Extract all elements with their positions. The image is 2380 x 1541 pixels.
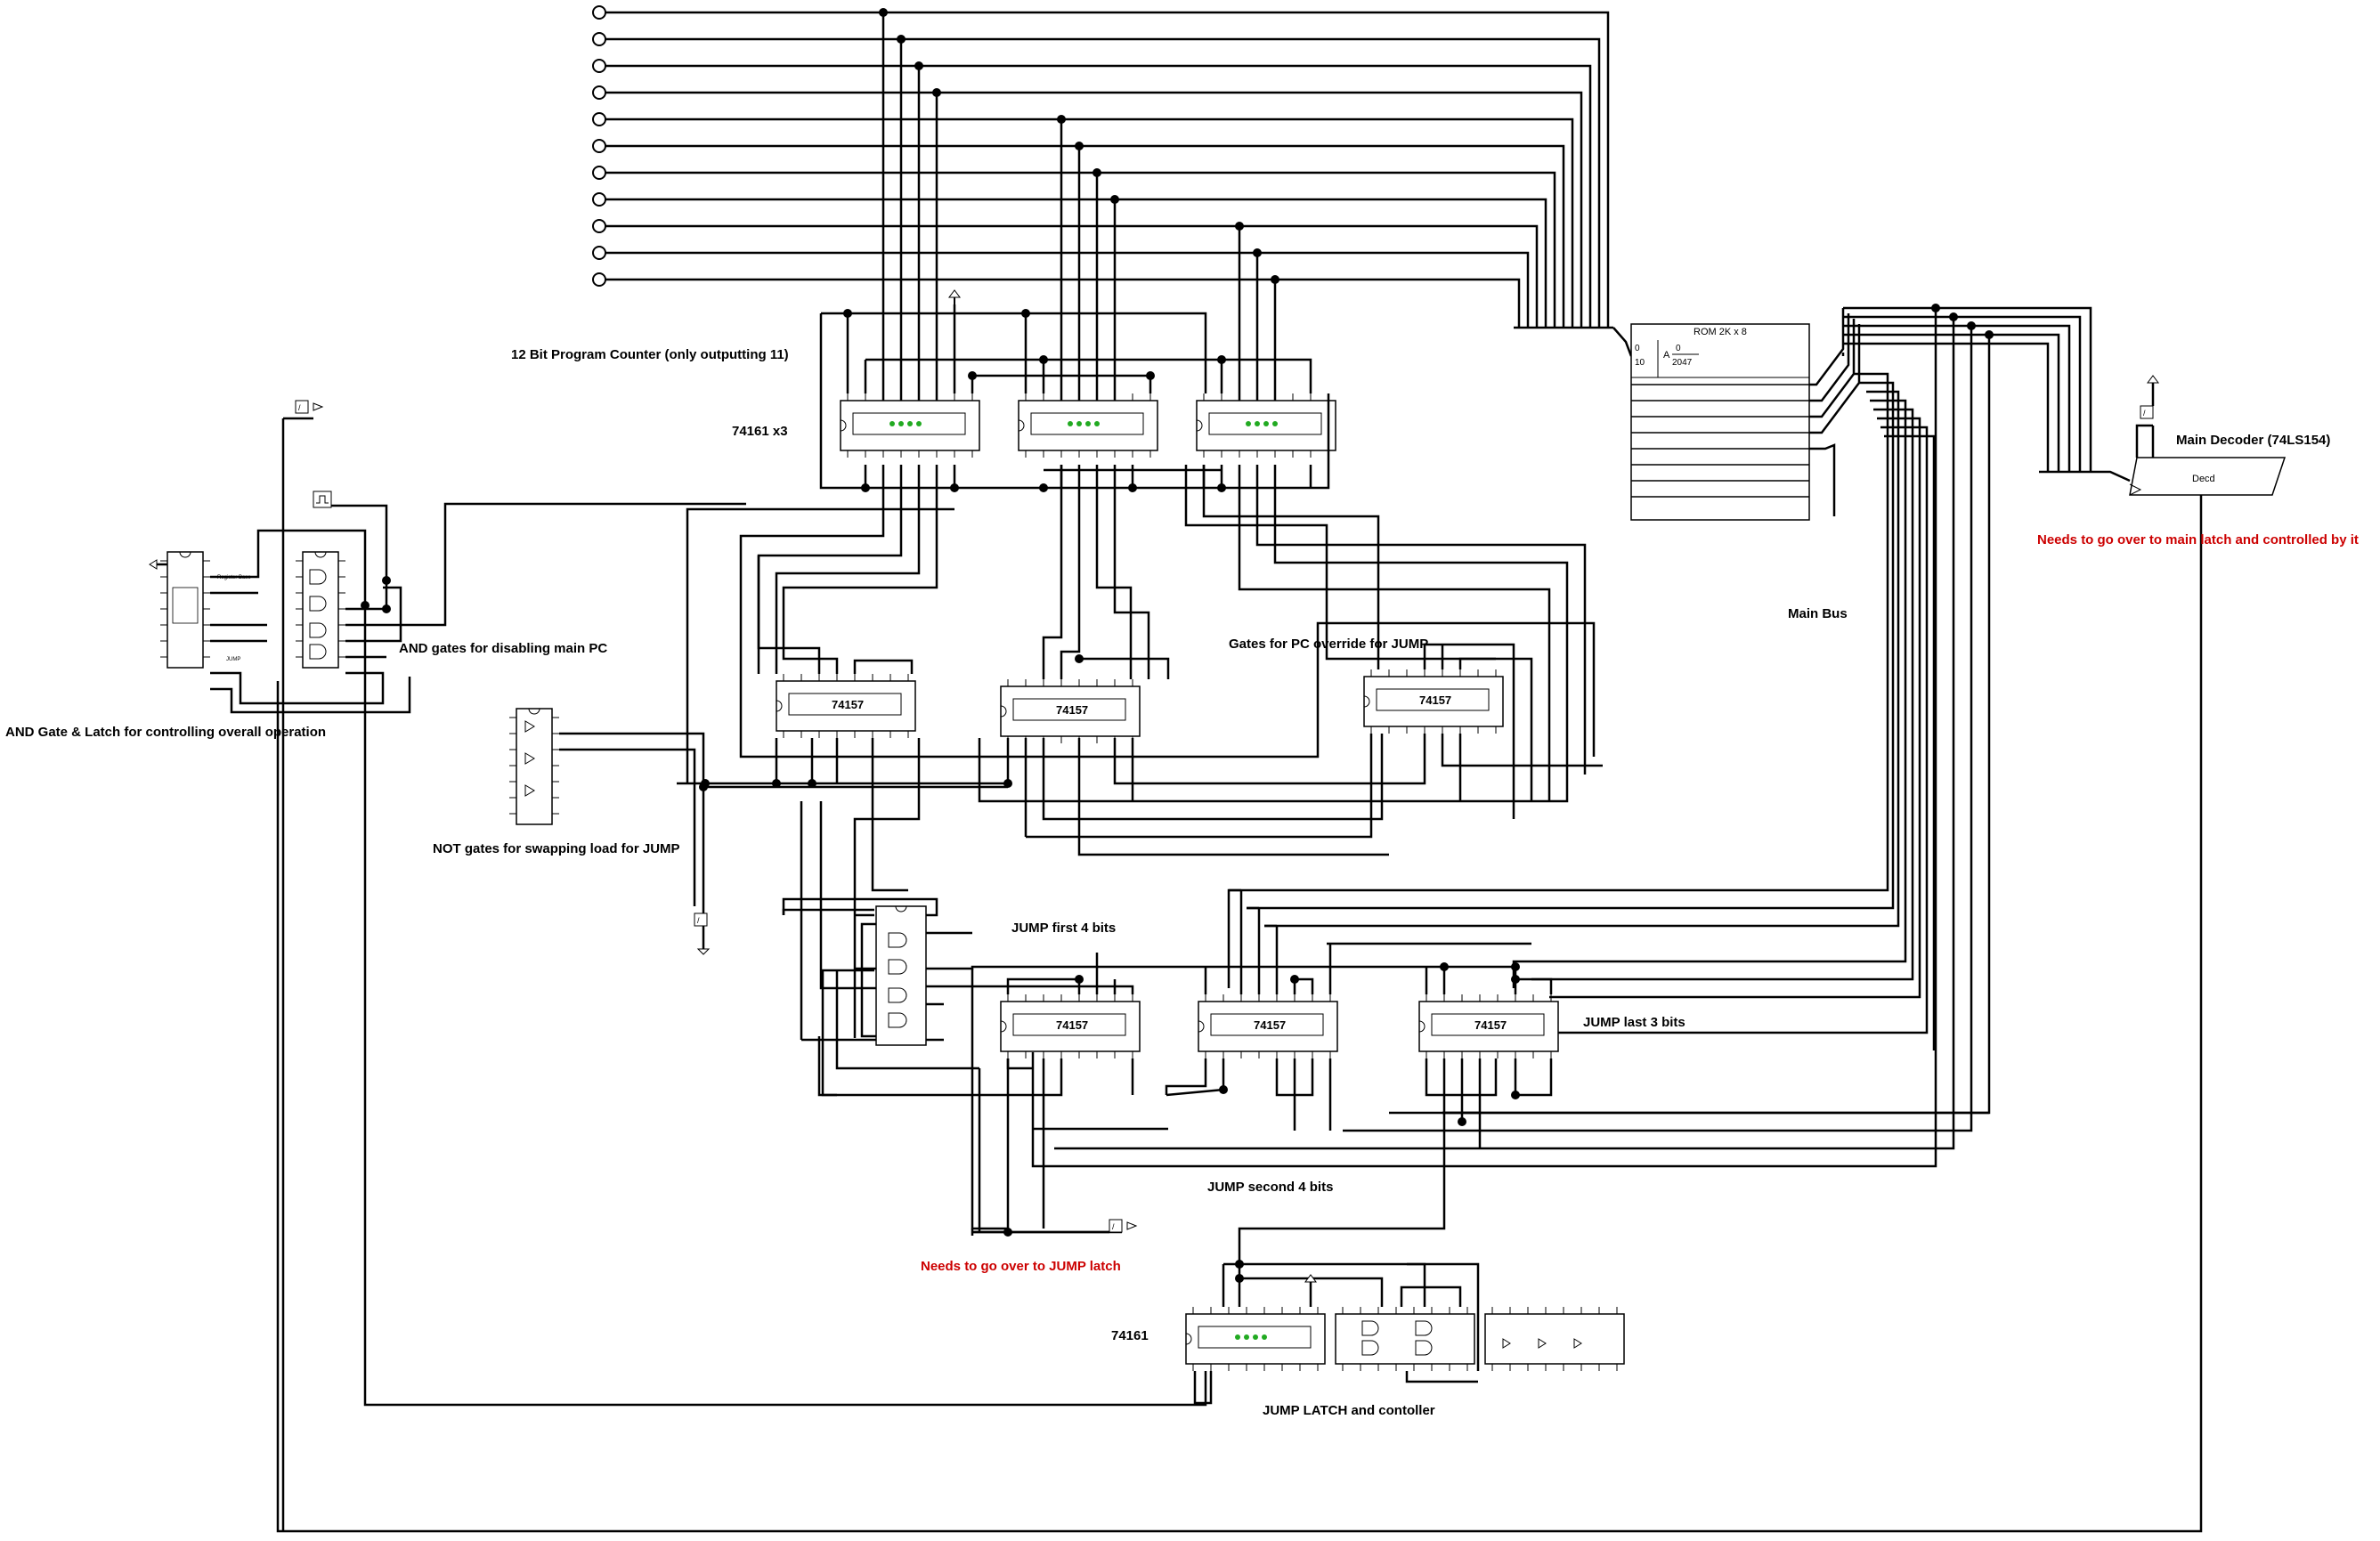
- not-gate-junction: [699, 783, 708, 791]
- main-bus-label: Main Bus: [1788, 606, 1848, 621]
- junction-dots: [879, 8, 1279, 284]
- mux-label: 74157: [1056, 703, 1088, 717]
- bus-junctions: [1931, 304, 1994, 339]
- latch-ground-icon: [149, 559, 158, 570]
- override-wiring: [677, 465, 1603, 1038]
- decoder-wiring: [276, 383, 2203, 1533]
- pc-title: 12 Bit Program Counter (only outputting …: [511, 347, 789, 362]
- jump-last-label: JUMP last 3 bits: [1583, 1015, 1685, 1030]
- not-gate-chip[interactable]: [508, 708, 560, 825]
- left-wiring: [151, 417, 1207, 1531]
- pc-chip-3[interactable]: [1196, 393, 1336, 458]
- rom-title: ROM 2K x 8: [1694, 327, 1747, 337]
- main-bus: [1031, 306, 2131, 1168]
- jump-latch-wiring: [1193, 1262, 1480, 1405]
- jump-left-wiring: [782, 897, 974, 1236]
- jump-latch-and[interactable]: [1335, 1306, 1475, 1372]
- jump-latch-power-icon: [1304, 1274, 1317, 1283]
- jump-latch-not[interactable]: [1484, 1306, 1625, 1372]
- pc-chips-label: 74161 x3: [732, 424, 788, 439]
- rom-addr-hi: 2047: [1672, 358, 1693, 368]
- rom-data-lines: [1631, 384, 1809, 498]
- rom-zero: 0: [1635, 344, 1640, 353]
- jump-junctions: [1003, 962, 1520, 1237]
- decoder-power-icon: [2147, 375, 2159, 384]
- and-latch-label: AND Gate & Latch for controlling overall…: [5, 725, 327, 740]
- pc-junctions: [843, 309, 1226, 492]
- address-input-lines: [605, 11, 1633, 357]
- rom-addr-lo: 0: [1676, 344, 1681, 353]
- rom-a: A: [1663, 350, 1670, 361]
- address-input-pins[interactable]: [592, 5, 606, 287]
- pc-override-label: Gates for PC override for JUMP: [1229, 637, 1429, 652]
- pc-wiring: [686, 304, 1330, 783]
- jump-second-label: JUMP second 4 bits: [1207, 1180, 1334, 1195]
- decoder-note: Needs to go over to main latch and contr…: [2037, 532, 2359, 547]
- jump-pin-label: JUMP: [226, 657, 240, 662]
- mux-label: 74157: [1419, 693, 1451, 707]
- rom-chip[interactable]: ROM 2K x 8 0 10 A 0 2047: [1630, 323, 1810, 521]
- jump-wiring: [782, 801, 1553, 1264]
- not-output-pin-icon[interactable]: [694, 912, 711, 955]
- override-mux-2[interactable]: 74157: [1000, 678, 1141, 744]
- main-decoder-label: Main Decoder (74LS154): [2176, 433, 2331, 448]
- jump-and-chip[interactable]: [875, 905, 927, 1046]
- decoder-label: Decd: [2192, 474, 2215, 484]
- not-gates-label: NOT gates for swapping load for JUMP: [433, 841, 680, 856]
- and-chip-disable[interactable]: [295, 551, 346, 669]
- clock-icon[interactable]: [313, 491, 332, 508]
- override-mux-3[interactable]: 74157: [1363, 669, 1504, 734]
- rom-to-bus: [1809, 308, 1861, 516]
- pc-chip-2[interactable]: [1018, 393, 1158, 458]
- mux-label: 74157: [1254, 1018, 1286, 1032]
- rom-bits: 10: [1635, 358, 1645, 368]
- counter-output-taps: [881, 12, 1277, 401]
- and-disable-label: AND gates for disabling main PC: [399, 641, 608, 656]
- jump-latch-counter[interactable]: [1185, 1306, 1326, 1372]
- jump-latch-note: Needs to go over to JUMP latch: [921, 1259, 1121, 1274]
- latch-chip[interactable]: Register Base JUMP: [159, 551, 251, 669]
- decoder-output-pin-icon[interactable]: [2140, 405, 2154, 419]
- override-mux-1[interactable]: 74157: [776, 673, 916, 739]
- mux-label: 74157: [832, 698, 864, 711]
- mux-label: 74157: [1056, 1018, 1088, 1032]
- latch-chip-label: 74161: [1111, 1328, 1149, 1343]
- jump-first-label: JUMP first 4 bits: [1011, 921, 1117, 936]
- jump-latch-output-pin-icon[interactable]: [1109, 1219, 1138, 1233]
- jump-mux-last[interactable]: 74157: [1418, 994, 1559, 1059]
- jump-mux-first[interactable]: 74157: [1000, 994, 1141, 1059]
- jump-mux-second[interactable]: 74157: [1198, 994, 1338, 1059]
- main-decoder[interactable]: Decd: [2129, 457, 2287, 496]
- mux-label: 74157: [1474, 1018, 1507, 1032]
- pc-chip-1[interactable]: [840, 393, 980, 458]
- latch-ctrl-label: JUMP LATCH and contoller: [1263, 1403, 1435, 1418]
- pc-power-icon: [948, 289, 961, 306]
- top-left-output-pin-icon[interactable]: [295, 400, 324, 414]
- left-junctions: [361, 576, 391, 613]
- jump-latch-junctions: [1235, 1260, 1244, 1283]
